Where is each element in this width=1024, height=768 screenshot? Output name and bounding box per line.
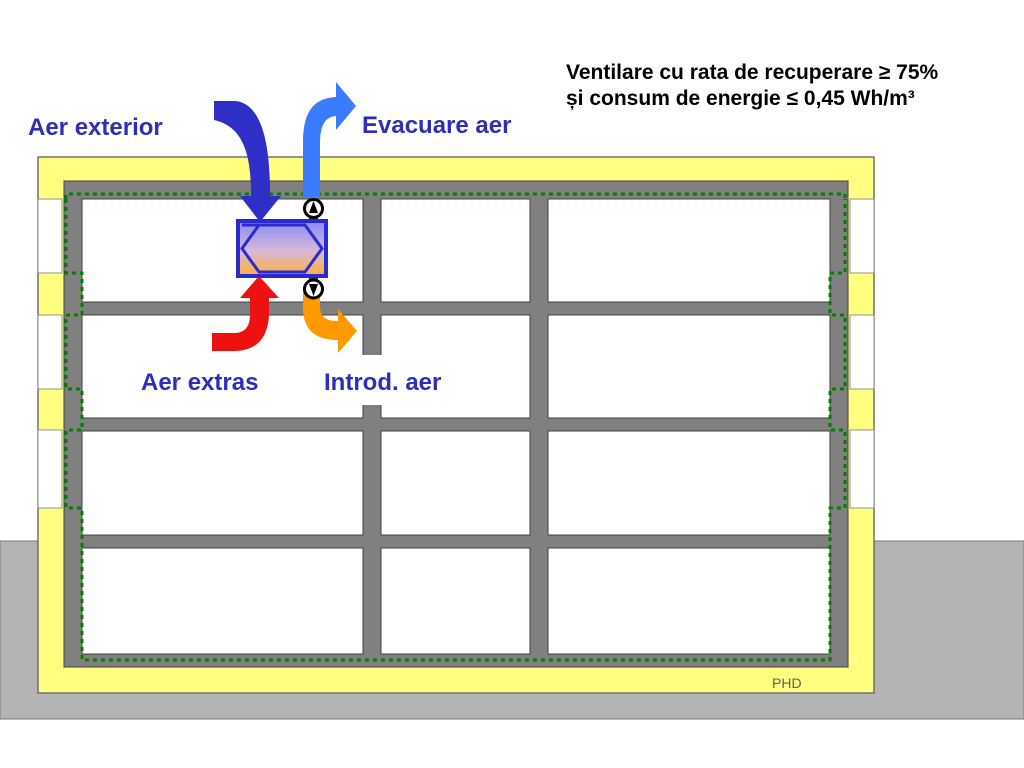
room: [380, 198, 531, 303]
outdoor-air-label: Aer exterior: [28, 114, 163, 141]
room: [81, 430, 364, 536]
room: [380, 547, 531, 655]
label-backdrop: [310, 355, 528, 405]
fan-icon: [303, 198, 324, 219]
heat-recovery-unit-icon: [236, 219, 328, 278]
exhaust-air-label: Evacuare aer: [362, 112, 511, 139]
building-structure: [63, 180, 849, 668]
room: [81, 547, 364, 655]
fan-icon: [303, 278, 324, 300]
airtight-layer: [64, 192, 847, 662]
room: [547, 430, 831, 536]
room: [547, 547, 831, 655]
watermark: PHD: [772, 675, 802, 691]
room: [547, 198, 831, 303]
extract-air-label: Aer extras: [141, 369, 258, 396]
supply-air-arrow: [303, 291, 357, 353]
supply-air-label: Introd. aer: [324, 369, 441, 396]
extract-air-arrow: [212, 276, 279, 351]
room: [547, 314, 831, 419]
caption-line-2: și consum de energie ≤ 0,45 Wh/m³: [566, 87, 915, 110]
outdoor-air-arrow: [214, 101, 281, 222]
room: [380, 430, 531, 536]
exhaust-air-arrow: [303, 82, 356, 197]
caption-line-1: Ventilare cu rata de recuperare ≥ 75%: [566, 61, 939, 84]
